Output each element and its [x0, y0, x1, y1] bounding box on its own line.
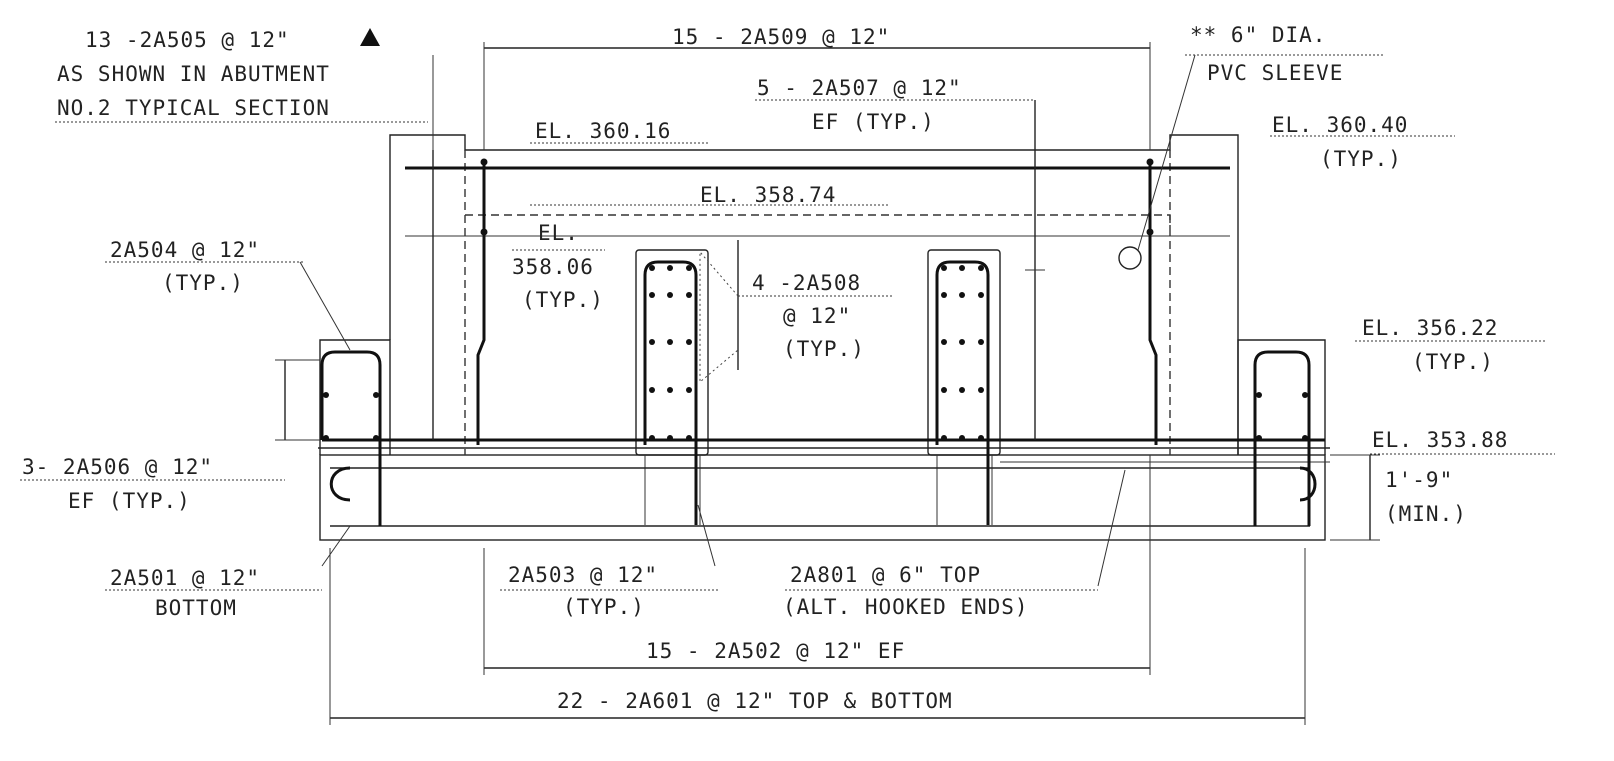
label-2a508-line2: @ 12" [783, 304, 851, 328]
label-el-360-40-line1: EL. 360.40 [1272, 113, 1408, 137]
label-el-356-22-line1: EL. 356.22 [1362, 316, 1498, 340]
label-2a503-line2: (TYP.) [563, 595, 645, 619]
label-2a601: 22 - 2A601 @ 12" TOP & BOTTOM [557, 689, 953, 713]
label-2a801-line2: (ALT. HOOKED ENDS) [783, 595, 1029, 619]
annotation-labels: 13 -2A505 @ 12" AS SHOWN IN ABUTMENT NO.… [22, 23, 1508, 713]
leader-lines [20, 54, 1555, 591]
label-el-358-06-line1: EL. [538, 221, 579, 245]
rebar-dots [323, 158, 1308, 441]
label-2a504-line1: 2A504 @ 12" [110, 238, 260, 262]
label-2a505-line3: NO.2 TYPICAL SECTION [57, 96, 330, 120]
label-2a505-line1: 13 -2A505 @ 12" [85, 28, 290, 52]
label-2a505-line2: AS SHOWN IN ABUTMENT [57, 62, 330, 86]
reinforcing-bars [320, 162, 1325, 527]
label-2a501-line1: 2A501 @ 12" [110, 566, 260, 590]
label-sleeve-line1: ** 6" DIA. [1190, 23, 1326, 47]
label-2a507-line2: EF (TYP.) [812, 110, 935, 134]
label-dim-1-9-line1: 1'-9" [1385, 468, 1453, 492]
label-el-360-40-line2: (TYP.) [1320, 147, 1402, 171]
pvc-sleeve-circle [1118, 246, 1142, 270]
label-2a801-line1: 2A801 @ 6" TOP [790, 563, 981, 587]
concrete-outline [318, 134, 1330, 541]
label-el-358-74: EL. 358.74 [700, 183, 836, 207]
label-el-356-22-line2: (TYP.) [1412, 350, 1494, 374]
triangle-marker-icon [360, 28, 380, 46]
label-el-358-06-line3: (TYP.) [522, 288, 604, 312]
label-2a506-line2: EF (TYP.) [68, 489, 191, 513]
label-el-360-16: EL. 360.16 [535, 119, 671, 143]
label-2a501-line2: BOTTOM [155, 596, 237, 620]
label-2a508-line1: 4 -2A508 [752, 271, 861, 295]
label-2a508-line3: (TYP.) [783, 337, 865, 361]
dimension-lines [275, 42, 1380, 725]
label-2a509: 15 - 2A509 @ 12" [672, 25, 890, 49]
label-dim-1-9-line2: (MIN.) [1385, 502, 1467, 526]
label-2a507-line1: 5 - 2A507 @ 12" [757, 76, 962, 100]
label-2a503-line1: 2A503 @ 12" [508, 563, 658, 587]
label-2a502: 15 - 2A502 @ 12" EF [646, 639, 905, 663]
label-sleeve-line2: PVC SLEEVE [1207, 61, 1343, 85]
label-2a504-line2: (TYP.) [162, 271, 244, 295]
label-el-353-88: EL. 353.88 [1372, 428, 1508, 452]
label-2a506-line1: 3- 2A506 @ 12" [22, 455, 213, 479]
label-el-358-06-line2: 358.06 [512, 255, 594, 279]
